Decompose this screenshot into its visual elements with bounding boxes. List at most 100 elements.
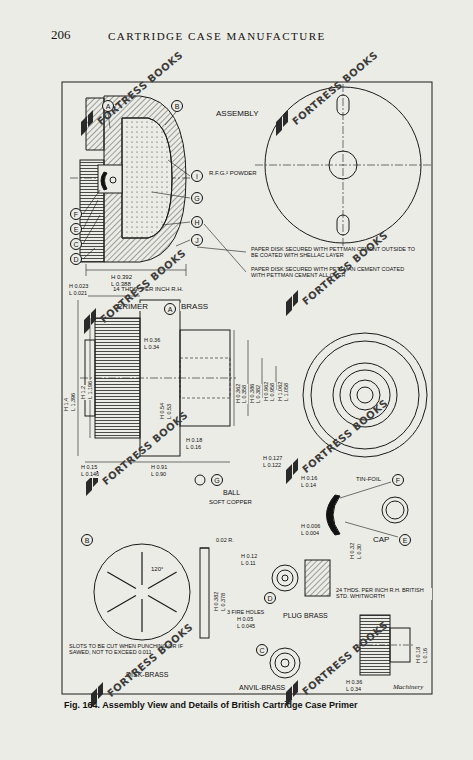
dimension-label: H 0.006 [300, 524, 321, 530]
drawing-stroke [270, 648, 300, 678]
drawing-stroke [152, 192, 190, 198]
dimension-label: CAP [372, 536, 390, 544]
drawing-stroke [81, 110, 298, 708]
callout-letter: C [73, 241, 78, 248]
drawing-stroke [83, 190, 100, 214]
callout-circle: G [191, 192, 203, 204]
drawing-stroke [107, 596, 136, 613]
callout-circle: I [191, 170, 203, 182]
dimension-label: L 0.16 [185, 445, 202, 451]
callout-circle: F [70, 208, 82, 220]
dimension-label: H 0.36 [345, 680, 363, 686]
dimension-label: H 0.18 [185, 438, 203, 444]
drawing-stroke [148, 596, 177, 613]
callout-circle: F [392, 474, 404, 486]
dimension-label: SLOTS TO BE CUT WHEN PUNCHING OR IF SAWE… [68, 644, 188, 656]
callout-circle: E [399, 534, 411, 546]
drawing-stroke [248, 340, 249, 416]
dimension-label: H 0.91 [150, 465, 168, 471]
dimension-label: L 0.045 [236, 624, 256, 630]
watermark: FORTRESS BOOKS [300, 429, 352, 475]
drawing-stroke [305, 560, 330, 596]
callout-circle: B [171, 100, 183, 112]
drawing-stroke [95, 318, 140, 438]
callout-letter: D [267, 595, 272, 602]
callout-letter: D [73, 256, 78, 263]
drawing-stroke [197, 247, 246, 252]
drawing-stroke [311, 341, 419, 449]
callout-circle: H [191, 216, 203, 228]
drawing-stroke [148, 572, 177, 589]
dimension-label: L 0.14 [300, 483, 317, 489]
dimension-label: L 0.004 [300, 531, 320, 537]
drawing-stroke [303, 333, 427, 457]
drawing-stroke [340, 482, 391, 498]
drawing-stroke [94, 544, 190, 640]
drawing-stroke [327, 495, 341, 535]
dimension-label: L 0.16 [423, 647, 429, 664]
drawing-stroke [83, 215, 100, 244]
dimension-label: H 0.023 [68, 284, 89, 290]
drawing-stroke [85, 462, 230, 463]
drawing-stroke [107, 552, 176, 632]
drawing-stroke [276, 110, 288, 136]
drawing-stroke [78, 300, 79, 456]
dimension-label: Machinery [392, 684, 424, 691]
drawing-stroke [122, 118, 172, 238]
drawing-stroke [200, 548, 209, 638]
callout-letter: G [194, 195, 199, 202]
drawing-stroke [62, 82, 432, 694]
drawing-stroke [83, 248, 95, 259]
drawing-stroke [168, 160, 190, 176]
dimension-label: L 0.30 [357, 543, 363, 560]
drawing-stroke [333, 363, 397, 427]
drawing-stroke [84, 308, 96, 334]
callout-circle: A [164, 303, 176, 315]
callout-letter: A [168, 306, 173, 313]
callout-letter: F [396, 477, 400, 484]
dimension-label: L 0.958 [270, 382, 276, 402]
dimension-label: PLUG BRASS [282, 612, 329, 619]
drawing-stroke [234, 330, 235, 426]
dimension-label: L 0.378 [221, 592, 227, 612]
drawing-stroke [86, 270, 186, 271]
dimension-label: ANVIL-BRASS [238, 684, 286, 691]
drawing-stroke [195, 475, 205, 485]
watermark: FORTRESS BOOKS [290, 81, 342, 127]
drawing-stroke [355, 645, 415, 646]
drawing-stroke [350, 380, 380, 410]
dimension-label: 3 FIRE HOLES [226, 610, 265, 616]
dimension-label: H 0.382 [214, 591, 220, 612]
drawing-stroke [176, 240, 190, 246]
drawing-stroke [101, 172, 107, 190]
drawing-stroke [272, 565, 298, 591]
drawing-stroke [62, 82, 432, 694]
drawing-stroke [275, 653, 295, 673]
dimension-label: L 0.53 [167, 403, 173, 420]
drawing-stroke [86, 264, 87, 276]
drawing-stroke [162, 222, 190, 225]
callout-letter: E [403, 537, 408, 544]
dimension-label: PAPER DISK SECURED WITH PETTMAN CEMENT O… [250, 247, 417, 259]
dimension-label: L 0.358 [242, 384, 248, 404]
dimension-label: H 1.062 [278, 381, 284, 402]
page-number: 206 [50, 28, 72, 42]
callout-letter: F [74, 211, 78, 218]
drawing-stroke [386, 501, 404, 519]
drawing-stroke [141, 552, 142, 585]
dimension-label: H 0.36 [143, 338, 161, 344]
callout-circle: C [70, 238, 82, 250]
callout-circle: D [70, 253, 82, 265]
drawing-stroke [277, 570, 293, 586]
dimension-label: L 0.146 [80, 472, 100, 478]
dimension-label: H 0.54 [160, 402, 166, 420]
callout-circle: J [191, 234, 203, 246]
dimension-label: BRASS [180, 303, 209, 311]
drawing-stroke [110, 177, 116, 183]
dimension-label: H 0.127 [262, 456, 283, 462]
drawing-stroke [98, 165, 122, 193]
dimension-label: L 0.122 [262, 463, 282, 469]
dimension-label: H 0.962 [264, 381, 270, 402]
drawing-stroke [357, 387, 373, 403]
dimension-label: SOFT COPPER [208, 499, 253, 505]
